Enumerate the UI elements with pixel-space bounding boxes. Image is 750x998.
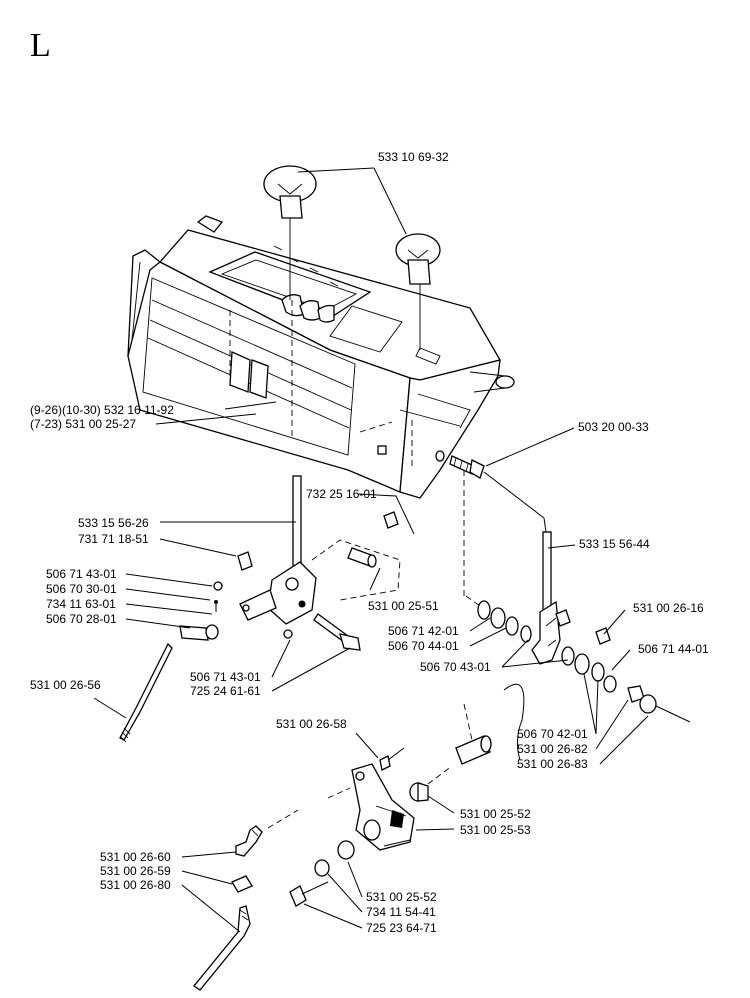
bolt-725-24	[313, 613, 361, 651]
callout-lines	[93, 167, 649, 933]
bolt-503	[435, 450, 485, 479]
screw-531-58	[379, 747, 405, 771]
label-clip: 732 25 16-01	[306, 487, 377, 501]
label-bracket-screw: 531 00 26-58	[276, 717, 347, 731]
rod-bottom	[193, 905, 251, 991]
washers-right	[477, 600, 691, 723]
label-w2: 506 70 30-01	[46, 582, 117, 596]
label-r5: 506 70 42-01	[517, 727, 588, 741]
label-lever-left: 533 15 56-26	[78, 516, 149, 530]
clip-731	[237, 551, 253, 571]
part-labels: 533 10 69-32 (9-26)(10-30) 532 16 11-92 …	[30, 150, 709, 935]
label-b5: 725 23 64-71	[366, 921, 437, 935]
shift-lever-left	[239, 475, 317, 625]
control-panel-housing	[127, 215, 515, 499]
bushing-531-25-52	[409, 782, 429, 802]
label-rod-bottom: 531 00 26-80	[100, 878, 171, 892]
shift-lever-right	[531, 531, 571, 665]
label-r1: 506 71 42-01	[388, 624, 459, 638]
label-b4: 734 11 54-41	[366, 905, 436, 919]
shift-knob-right	[395, 233, 441, 350]
label-elbow: 531 00 26-60	[100, 850, 171, 864]
label-knob: 533 10 69-32	[378, 150, 449, 164]
label-r4: 506 71 44-01	[638, 642, 709, 656]
washers-left	[179, 581, 293, 641]
bracket	[351, 763, 415, 851]
label-panel-a: (9-26)(10-30) 532 16 11-92	[30, 403, 174, 417]
bushing-upper	[455, 735, 492, 765]
clip-732	[383, 511, 399, 529]
label-r6: 531 00 26-82	[517, 742, 588, 756]
label-r7: 531 00 26-83	[517, 757, 588, 771]
label-lever-right: 533 15 56-44	[579, 537, 650, 551]
label-r2: 506 70 44-01	[388, 639, 459, 653]
label-w1: 506 71 43-01	[46, 567, 117, 581]
section-letter: L	[30, 27, 51, 64]
label-pin: 734 11 63-01	[46, 597, 116, 611]
rod-right-upper	[503, 683, 525, 761]
clip-531-59	[231, 875, 253, 893]
label-nut-r: 531 00 26-16	[633, 601, 704, 615]
label-rod-left: 531 00 26-56	[30, 678, 101, 692]
label-rod-spring: 531 00 25-51	[368, 599, 439, 613]
label-panel-b: (7-23) 531 00 25-27	[30, 417, 136, 431]
label-r3: 506 70 43-01	[420, 660, 491, 674]
label-b2: 531 00 25-53	[460, 823, 531, 837]
shift-knob-left	[263, 165, 317, 300]
label-bolt-left: 725 24 61-61	[190, 684, 261, 698]
label-b3: 531 00 25-52	[366, 890, 437, 904]
spring-assembly	[311, 539, 401, 601]
rod-left	[119, 642, 173, 743]
label-w3: 506 70 28-01	[46, 612, 117, 626]
label-b1: 531 00 25-52	[460, 807, 531, 821]
elbow-fitting	[235, 825, 263, 857]
label-clip-left: 731 71 18-51	[78, 532, 149, 546]
label-bolt-right: 503 20 00-33	[578, 420, 649, 434]
label-w4: 506 71 43-01	[190, 670, 261, 684]
label-clip2: 531 00 26-59	[100, 864, 171, 878]
washers-bottom	[289, 840, 355, 907]
